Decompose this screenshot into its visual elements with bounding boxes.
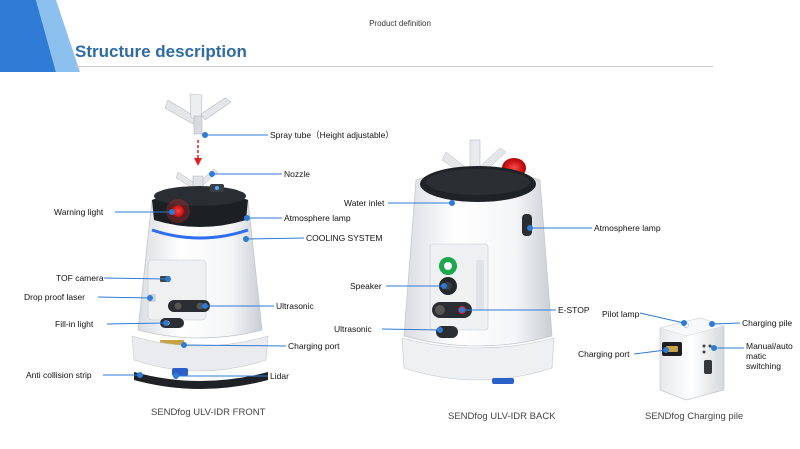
caption-front: SENDfog ULV-IDR FRONT (151, 407, 266, 418)
back-robot (401, 139, 555, 384)
spray-tube-floating (164, 93, 232, 135)
label-charging-port-pile: Charging port (578, 349, 630, 359)
page-title: Structure description (75, 42, 247, 61)
label-cooling-system: COOLING SYSTEM (306, 233, 383, 243)
label-ultrasonic-back: Ultrasonic (334, 324, 372, 334)
title-divider (75, 66, 713, 67)
label-fill-in-light: Fill-in light (55, 319, 94, 329)
front-robot (131, 93, 269, 389)
label-lidar: Lidar (270, 371, 289, 381)
label-water-inlet: Water inlet (344, 198, 385, 208)
label-atmosphere-lamp-back: Atmosphere lamp (594, 223, 661, 233)
caption-back: SENDfog ULV-IDR BACK (448, 411, 556, 422)
label-drop-proof-laser: Drop proof laser (24, 292, 85, 302)
label-pilot-lamp: Pilot lamp (602, 309, 640, 319)
label-manual-auto-switching: Manual/auto matic switching (746, 341, 793, 371)
label-spray-tube: Spray tube（Height adjustable） (270, 130, 394, 140)
label-anti-collision-strip: Anti collision strip (26, 370, 92, 380)
charging-pile (659, 317, 725, 401)
label-charging-pile: Charging pile (742, 318, 793, 328)
label-ultrasonic-front: Ultrasonic (276, 301, 314, 311)
header-subtitle: Product definition (369, 19, 431, 28)
label-charging-port-front: Charging port (288, 341, 340, 351)
label-nozzle: Nozzle (284, 169, 310, 179)
label-speaker: Speaker (350, 281, 382, 291)
corner-decoration (0, 0, 80, 72)
label-atmosphere-lamp-front: Atmosphere lamp (284, 213, 351, 223)
label-tof-camera: TOF camera (56, 273, 104, 283)
caption-pile: SENDfog Charging pile (645, 411, 744, 422)
label-e-stop: E-STOP (558, 305, 590, 315)
leader-lines (97, 132, 744, 379)
label-warning-light: Warning light (54, 207, 104, 217)
